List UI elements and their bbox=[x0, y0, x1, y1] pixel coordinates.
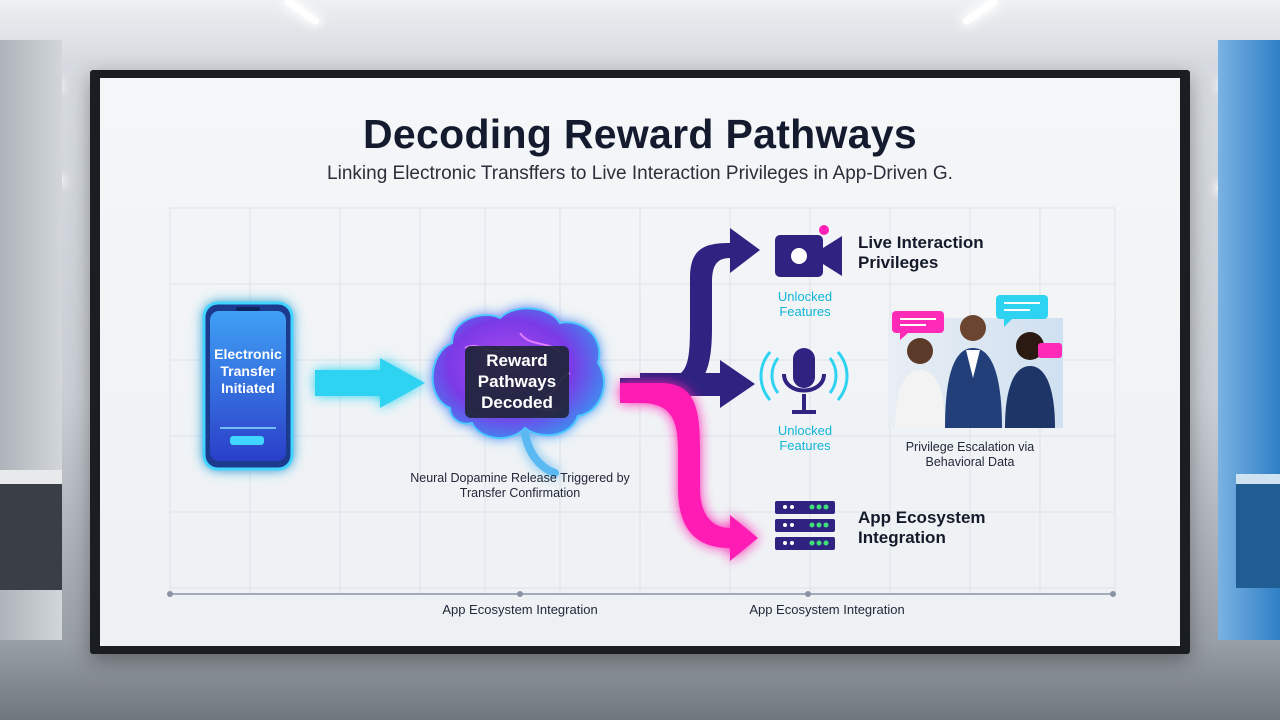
flow-branch-bottom bbox=[620, 383, 758, 561]
arrow-right-icon bbox=[315, 358, 425, 408]
live-interaction-title: Live Interaction Privileges bbox=[858, 233, 984, 272]
unlocked-features-label: Unlocked Features bbox=[777, 423, 833, 453]
desk-right bbox=[1236, 478, 1280, 588]
brain-caption: Neural Dopamine Release Triggered by Tra… bbox=[410, 471, 630, 500]
phone-label: Electronic Transfer Initiated bbox=[214, 346, 282, 396]
chat-bubble-icon bbox=[892, 311, 944, 340]
desk-left bbox=[0, 470, 62, 590]
slide-subtitle: Linking Electronic Transffers to Live In… bbox=[327, 163, 953, 184]
brain-icon bbox=[431, 307, 605, 477]
diagram-canvas bbox=[167, 207, 1116, 597]
smartphone-icon bbox=[202, 301, 294, 471]
timeline-label: App Ecosystem Integration bbox=[749, 602, 905, 617]
brain-label: Reward Pathways Decoded bbox=[477, 351, 557, 412]
chat-bubble-icon bbox=[996, 295, 1048, 327]
unlocked-features-label: Unlocked Features bbox=[777, 289, 833, 319]
app-ecosystem-title: App Ecosystem Integration bbox=[858, 508, 986, 547]
privilege-caption: Privilege Escalation via Behavioral Data bbox=[905, 440, 1035, 469]
microphone-icon bbox=[759, 348, 849, 414]
room-ceiling bbox=[0, 0, 1280, 60]
display-screen: Decoding Reward Pathways Linking Electro… bbox=[100, 78, 1180, 646]
flow-branch-top bbox=[620, 228, 760, 396]
people-group-icon bbox=[888, 295, 1063, 428]
video-camera-icon bbox=[775, 225, 842, 277]
chat-bubble-icon bbox=[1038, 343, 1062, 358]
server-rack-icon bbox=[775, 501, 835, 550]
timeline-axis bbox=[167, 591, 1116, 597]
desk-left-top bbox=[0, 470, 62, 484]
timeline-label: App Ecosystem Integration bbox=[442, 602, 598, 617]
slide-title: Decoding Reward Pathways bbox=[362, 111, 917, 157]
desk-right-top bbox=[1236, 474, 1280, 484]
